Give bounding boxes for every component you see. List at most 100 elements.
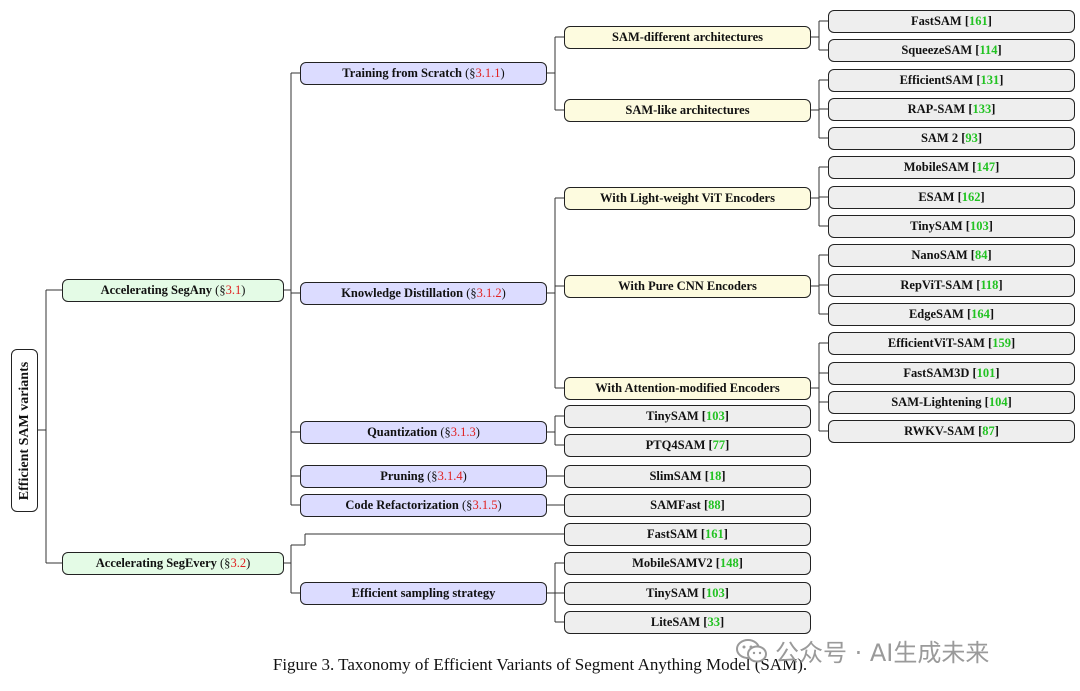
method-name: SqueezeSAM <box>901 42 973 57</box>
method-node: SAM-Lightening [104] <box>828 390 1075 414</box>
citation-ref: 87 <box>982 423 995 438</box>
bracket-open: [ <box>969 365 977 380</box>
method-name: RWKV-SAM <box>904 423 975 438</box>
bracket-open: [ <box>705 437 713 452</box>
bracket-open: [ <box>698 408 706 423</box>
bracket-open: [ <box>967 247 975 262</box>
bracket-close: ] <box>725 437 730 452</box>
bracket-open: [ <box>981 394 989 409</box>
bracket-close: ] <box>987 247 992 262</box>
node-label: Knowledge Distillation <box>341 285 464 300</box>
paren-close: ) <box>497 497 502 512</box>
category-node: Accelerating SegEvery (§3.2) <box>62 551 284 575</box>
watermark-text: 公众号 · AI生成未来 <box>775 639 990 667</box>
watermark: 公众号 · AI生成未来 <box>735 633 989 668</box>
paren-open: (§ <box>212 282 226 297</box>
figure-caption: Figure 3. Taxonomy of Efficient Variants… <box>272 655 808 674</box>
citation-ref: 33 <box>707 614 720 629</box>
method-name: RepViT-SAM <box>900 277 974 292</box>
citation-ref: 161 <box>705 526 724 541</box>
method-name: SAM 2 <box>920 130 959 145</box>
method-name: TinySAM <box>646 585 699 600</box>
method-name: FastSAM <box>647 526 698 541</box>
method-name: MobileSAM <box>903 159 970 174</box>
method-name: RAP-SAM <box>907 101 966 116</box>
node-label: Training from Scratch <box>342 65 462 80</box>
citation-ref: 103 <box>969 218 989 233</box>
wechat-icon <box>736 638 767 662</box>
section-ref: 3.1.1 <box>475 65 501 80</box>
node-label: Pruning <box>380 468 425 483</box>
paren-close: ) <box>501 285 506 300</box>
bracket-close: ] <box>724 585 729 600</box>
method-name: FastSAM <box>911 13 962 28</box>
paren-close: ) <box>475 424 480 439</box>
bracket-open: [ <box>965 101 973 116</box>
bracket-open: [ <box>701 468 709 483</box>
method-node: TinySAM [103] <box>564 581 811 605</box>
node-label: Quantization <box>367 424 438 439</box>
method-node: FastSAM3D [101] <box>828 361 1075 385</box>
bracket-open: [ <box>958 130 966 145</box>
method-node: SAM 2 [93] <box>828 126 1075 150</box>
method-name: SlimSAM <box>649 468 702 483</box>
method-node: SAMFast [88] <box>564 493 811 517</box>
bracket-open: [ <box>712 555 720 570</box>
bracket-close: ] <box>997 42 1002 57</box>
method-node: NanoSAM [84] <box>828 243 1075 267</box>
citation-ref: 101 <box>976 365 996 380</box>
subcategory-node: Efficient sampling strategy <box>300 581 547 605</box>
bracket-close: ] <box>980 189 985 204</box>
citation-ref: 147 <box>976 159 996 174</box>
bracket-close: ] <box>977 130 983 145</box>
bracket-close: ] <box>719 614 725 629</box>
bracket-open: [ <box>973 72 981 87</box>
citation-ref: 84 <box>974 247 988 262</box>
method-node: MobileSAMV2 [148] <box>564 551 811 575</box>
method-name: EfficientSAM <box>899 72 974 87</box>
paren-open: (§ <box>216 555 231 570</box>
node-label: SAM-like architectures <box>625 102 750 117</box>
subcategory-node: Training from Scratch (§3.1.1) <box>300 61 547 85</box>
section-ref: 3.1.3 <box>450 424 476 439</box>
section-ref: 3.1.2 <box>476 285 502 300</box>
method-node: PTQ4SAM [77] <box>564 433 811 457</box>
bracket-close: ] <box>720 497 725 512</box>
paren-open: (§ <box>463 285 477 300</box>
method-node: MobileSAM [147] <box>828 155 1075 179</box>
method-node: FastSAM [161] <box>828 9 1075 33</box>
citation-ref: 114 <box>979 42 998 57</box>
group-node: With Attention-modified Encoders <box>564 376 811 400</box>
method-node: TinySAM [103] <box>828 214 1075 238</box>
category-node: Accelerating SegAny (§3.1) <box>62 278 284 302</box>
bracket-open: [ <box>698 585 706 600</box>
node-label: With Pure CNN Encoders <box>618 278 757 293</box>
method-name: TinySAM <box>910 218 963 233</box>
bracket-close: ] <box>721 468 726 483</box>
bracket-open: [ <box>963 306 972 321</box>
method-name: PTQ4SAM <box>645 437 706 452</box>
section-ref: 3.2 <box>230 555 247 570</box>
subcategory-node: Quantization (§3.1.3) <box>300 420 547 444</box>
citation-ref: 161 <box>969 13 988 28</box>
citation-ref: 164 <box>971 306 990 321</box>
bracket-open: [ <box>972 42 980 57</box>
paren-close: ) <box>241 282 246 297</box>
method-node: EfficientSAM [131] <box>828 68 1075 92</box>
paren-close: ) <box>462 468 467 483</box>
bracket-open: [ <box>700 497 709 512</box>
subcategory-node: Knowledge Distillation (§3.1.2) <box>300 281 547 305</box>
bracket-open: [ <box>984 335 993 350</box>
paren-open: (§ <box>458 497 473 512</box>
node-label: Accelerating SegEvery <box>95 555 217 570</box>
bracket-open: [ <box>974 423 983 438</box>
group-node: SAM-like architectures <box>564 98 811 122</box>
bracket-open: [ <box>700 614 708 629</box>
method-name: SAMFast <box>650 497 701 512</box>
node-label: SAM-different architectures <box>611 29 763 44</box>
group-node: With Pure CNN Encoders <box>564 274 811 298</box>
method-node: ESAM [162] <box>828 185 1075 209</box>
citation-ref: 133 <box>972 101 992 116</box>
bracket-close: ] <box>995 159 1000 174</box>
